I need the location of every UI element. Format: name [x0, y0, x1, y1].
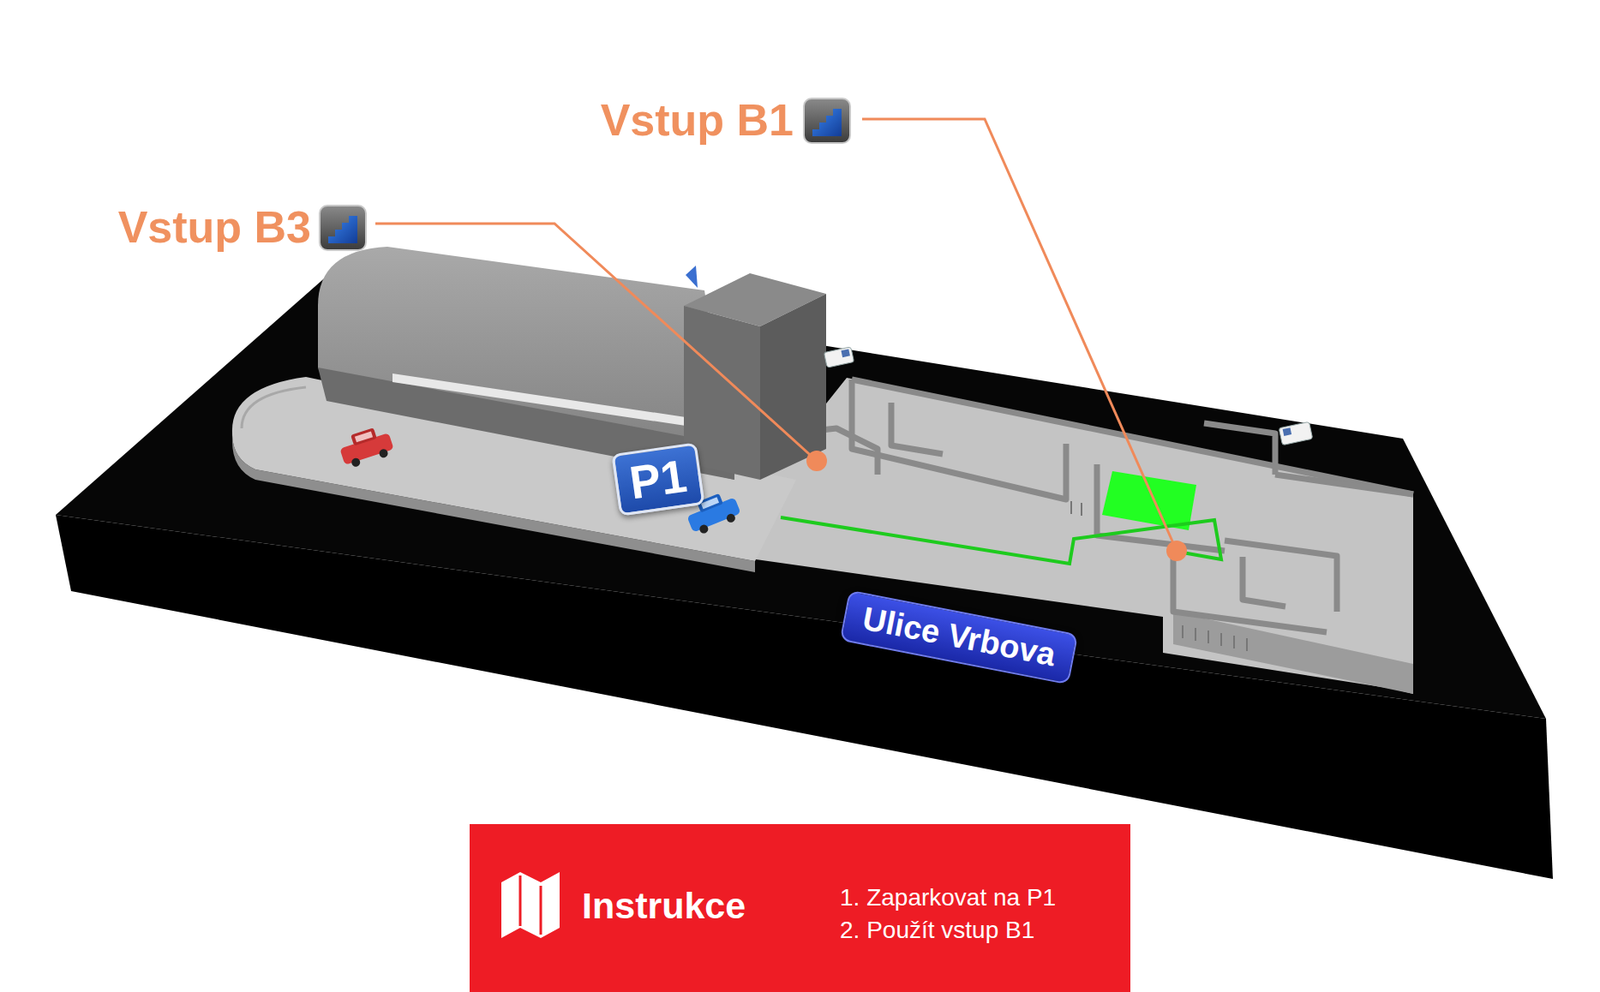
- car: [336, 424, 396, 471]
- panel-heading: Instrukce: [581, 885, 746, 928]
- entrance-label: Vstup B1: [600, 95, 794, 145]
- van: [1278, 421, 1313, 445]
- tower-side: [760, 293, 827, 480]
- leader-line: [862, 119, 1177, 552]
- instruction-panel: Instrukce 1. Zaparkovat na P1 2. Použít vs…: [469, 824, 1131, 992]
- stairs-icon: [319, 205, 366, 251]
- instruction-step: 1. Zaparkovat na P1: [839, 884, 1056, 912]
- room-walls: [791, 379, 1414, 633]
- entrance-dot: [806, 450, 827, 472]
- hangar: [317, 246, 735, 480]
- stairs-icon: [803, 98, 851, 144]
- front-wall: [1173, 611, 1414, 695]
- sign-text: P1: [626, 450, 690, 510]
- target-area: [1102, 471, 1197, 531]
- parking-sign: P1: [611, 442, 705, 517]
- instruction-step: 2. Použít vstup B1: [839, 916, 1035, 945]
- van: [823, 347, 854, 368]
- leader-line: [375, 223, 817, 462]
- floor: [749, 377, 1414, 695]
- entrance-dot: [1166, 540, 1187, 562]
- route-line: [780, 517, 1222, 564]
- entrance-label: Vstup B3: [118, 203, 312, 252]
- hangar-stripe: [392, 373, 703, 429]
